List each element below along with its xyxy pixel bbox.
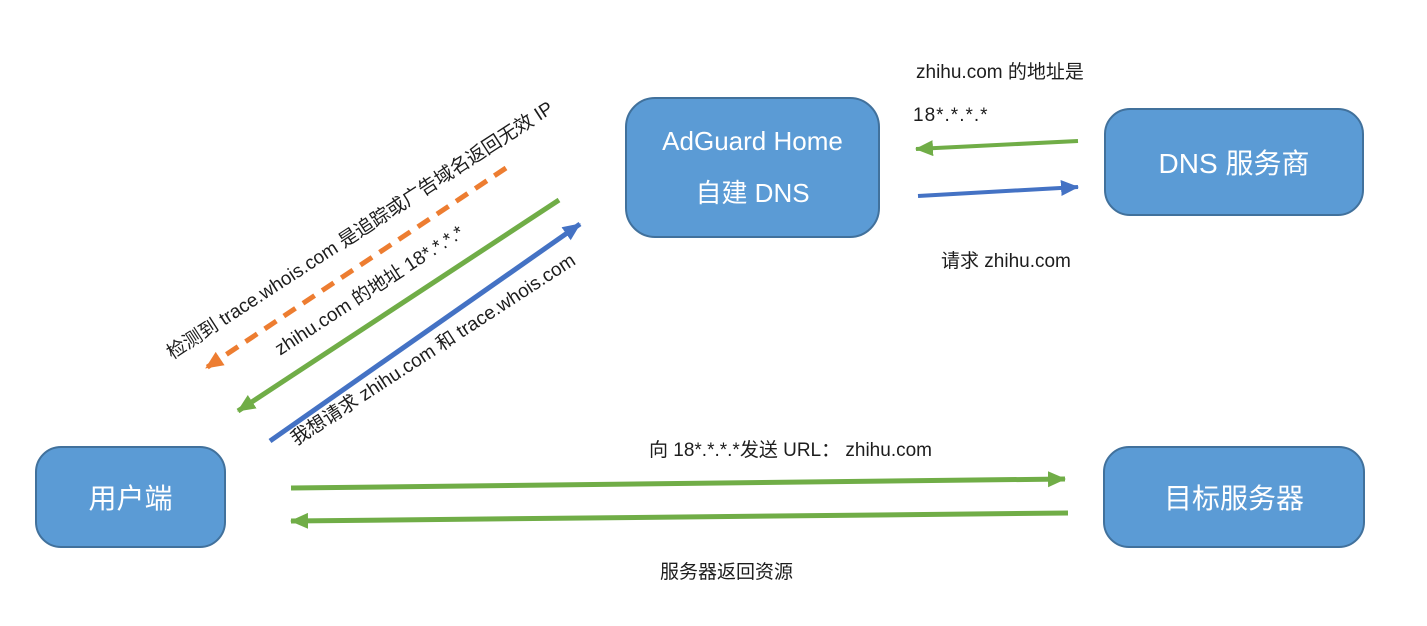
label-client-request: 我想请求 zhihu.com 和 trace.whois.com [287, 250, 580, 450]
node-adguard-line2: 自建 DNS [695, 177, 810, 208]
arrow-server-return-green [290, 510, 1069, 529]
label-dns-reply-title: zhihu.com 的地址是 [916, 62, 1084, 83]
node-dns-provider: DNS 服务商 [1104, 108, 1364, 216]
arrow-dns-reply-green [915, 139, 1079, 157]
node-client-label: 用户端 [88, 483, 173, 514]
node-adguard-home: AdGuard Home 自建 DNS [625, 97, 880, 238]
label-dns-reply-ip: 18*.*.*.* [913, 105, 989, 126]
node-client: 用户端 [35, 446, 226, 548]
arrow-dns-request-blue [917, 179, 1079, 198]
label-send-url: 向 18*.*.*.*发送 URL： zhihu.com [649, 440, 932, 461]
node-dns-provider-label: DNS 服务商 [1158, 148, 1310, 179]
label-dns-request: 请求 zhihu.com [941, 251, 1071, 272]
label-server-return: 服务器返回资源 [660, 562, 794, 583]
node-target-server: 目标服务器 [1103, 446, 1365, 548]
label-detect-invalid: 检测到 trace.whois.com 是追踪或广告域名返回无效 IP [163, 97, 558, 364]
node-adguard-line1: AdGuard Home [662, 125, 843, 156]
arrow-send-url-green [290, 471, 1066, 491]
node-target-server-label: 目标服务器 [1163, 483, 1304, 514]
